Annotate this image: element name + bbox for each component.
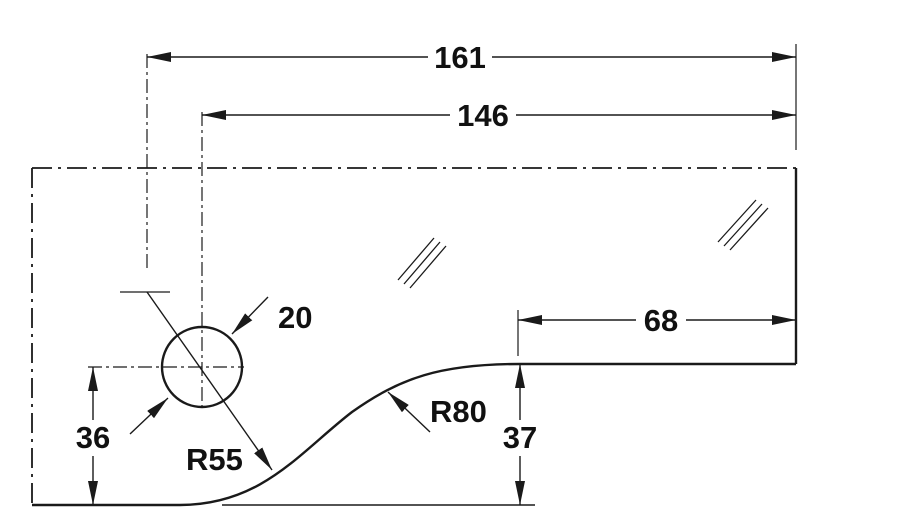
- radius-r80: R80: [387, 391, 487, 433]
- dimension-20-leader: [231, 296, 269, 335]
- radius-r80-label: R80: [430, 394, 487, 429]
- mounting-hole: [88, 112, 244, 412]
- panel-notch-curve: [179, 362, 521, 507]
- glass-hatch-marks: [397, 199, 769, 289]
- dimension-20: 20: [231, 296, 312, 335]
- radius-r55: R55: [146, 291, 273, 477]
- dimension-37-label: 37: [503, 420, 537, 455]
- dimension-37: 37: [496, 364, 546, 505]
- dimension-68: 68: [518, 302, 796, 338]
- dimension-36-label: 36: [76, 420, 110, 455]
- dimension-161: 161: [147, 38, 796, 75]
- dimension-161-label: 161: [434, 40, 486, 75]
- dimension-36: 36: [68, 367, 169, 505]
- dimension-146-label: 146: [457, 98, 509, 133]
- dimension-36-hole-leader: [129, 397, 169, 435]
- dimension-68-label: 68: [644, 303, 678, 338]
- dimension-146: 146: [202, 96, 796, 133]
- radius-r80-leader: [387, 391, 431, 433]
- r55-center-marker: [120, 54, 170, 293]
- radius-r55-label: R55: [186, 442, 243, 477]
- radius-r55-leader: [146, 291, 273, 471]
- dimension-20-label: 20: [278, 300, 312, 335]
- glass-panel-outline: [31, 167, 798, 507]
